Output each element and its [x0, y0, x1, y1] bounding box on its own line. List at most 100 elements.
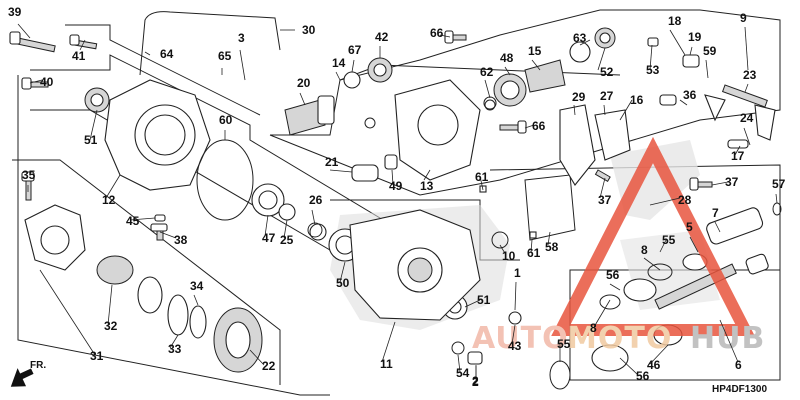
callout-number: 2 — [472, 374, 479, 388]
callout-number: 37 — [598, 193, 612, 207]
callout-number: 15 — [528, 44, 542, 58]
callout-number: 18 — [668, 14, 682, 28]
callout-number: 50 — [336, 276, 350, 290]
callout-number: 56 — [606, 268, 620, 282]
callout-leader — [249, 349, 265, 366]
callout-number: 34 — [190, 279, 204, 293]
part-differential-internals — [24, 204, 263, 373]
callout-leader — [593, 299, 611, 328]
callout-number: 6 — [735, 358, 742, 372]
callout-leader — [17, 23, 31, 39]
callout-leader — [603, 104, 606, 116]
callout-number: 66 — [532, 119, 546, 133]
diagram-code: HP4DF1300 — [712, 384, 767, 395]
callout-leader — [511, 324, 516, 345]
part-shift-assembly — [559, 54, 776, 186]
callout-number: 67 — [348, 43, 362, 57]
callout-leader — [283, 219, 288, 239]
callout-leader — [329, 169, 353, 173]
callout-leader — [659, 239, 667, 253]
callout-leader — [484, 79, 491, 99]
part-final-gear-case — [84, 79, 211, 191]
callout-leader — [29, 79, 43, 84]
callout-leader — [530, 239, 533, 253]
callout-number: 14 — [332, 56, 346, 70]
callout-leader — [479, 175, 484, 191]
callout-number: 35 — [22, 168, 36, 182]
callout-leader — [669, 29, 686, 56]
callout-number: 33 — [168, 342, 182, 356]
callout-leader — [547, 231, 551, 246]
callout-number: 48 — [500, 51, 514, 65]
callout-leader — [311, 209, 316, 226]
callout-leader — [239, 49, 246, 81]
callout-number: 60 — [219, 113, 233, 127]
callout-leader — [264, 214, 269, 237]
callout-number: 43 — [508, 339, 522, 353]
callout-leader — [524, 124, 535, 129]
part-gasket-58 — [524, 174, 576, 241]
callout-leader — [619, 99, 633, 121]
callout-number: 30 — [302, 23, 316, 37]
callout-number: 53 — [646, 63, 660, 77]
callout-number: 45 — [126, 214, 140, 228]
front-direction-label: FR. — [30, 360, 46, 371]
callout-number: 62 — [480, 65, 494, 79]
callout-leader — [193, 294, 199, 306]
callout-leader — [743, 127, 751, 146]
callout-number: 13 — [420, 179, 434, 193]
group-outlines — [12, 9, 781, 396]
callout-leader — [159, 231, 177, 239]
callout-leader — [711, 181, 729, 186]
callout-leader — [599, 177, 606, 199]
callout-leader — [299, 92, 306, 106]
callout-leader — [714, 221, 721, 233]
callout-leader — [457, 354, 461, 373]
callout-number: 23 — [743, 68, 757, 82]
callout-leader — [107, 284, 113, 326]
callout-number: 64 — [160, 47, 174, 61]
callout-leader — [649, 197, 681, 206]
callout-leader — [705, 59, 709, 79]
callout-number: 66 — [430, 26, 444, 40]
callout-leader — [144, 51, 151, 56]
callout-number: 39 — [8, 5, 22, 19]
callout-leader — [169, 334, 179, 349]
callout-number: 27 — [600, 89, 614, 103]
callout-number: 10 — [502, 249, 516, 263]
callout-number: 52 — [600, 65, 614, 79]
callout-number: 29 — [572, 90, 586, 104]
callout-number: 38 — [174, 233, 188, 247]
callout-number: 61 — [527, 246, 541, 260]
callout-number: 21 — [325, 155, 339, 169]
watermark-text-left: AUTO — [472, 321, 569, 356]
callout-number: 19 — [688, 30, 702, 44]
callout-leader — [619, 357, 639, 376]
callout-number: 5 — [686, 220, 693, 234]
callout-number: 26 — [309, 193, 323, 207]
callout-leader — [105, 174, 121, 199]
callout-number: 31 — [90, 349, 104, 363]
callout-number: 20 — [297, 76, 311, 90]
part-gear-case-cover — [394, 79, 481, 181]
callout-number: 7 — [712, 206, 719, 220]
callout-number: 55 — [557, 337, 571, 351]
callout-number: 41 — [72, 49, 86, 63]
callout-number: 28 — [678, 193, 692, 207]
callout-number: 47 — [262, 231, 276, 245]
callout-leader — [643, 257, 661, 271]
callout-number: 25 — [280, 233, 294, 247]
callout-number: 51 — [477, 293, 491, 307]
part-drive-shafts — [549, 207, 769, 390]
callout-leader — [504, 66, 511, 76]
callout-number: 65 — [218, 49, 232, 63]
callout-leader — [579, 39, 591, 46]
callout-number: 17 — [731, 149, 745, 163]
callout-leader — [609, 283, 621, 291]
callout-number: 1 — [514, 266, 521, 280]
callout-number: 59 — [703, 44, 717, 58]
callout-number: 63 — [573, 31, 587, 45]
callout-leader — [719, 319, 739, 363]
